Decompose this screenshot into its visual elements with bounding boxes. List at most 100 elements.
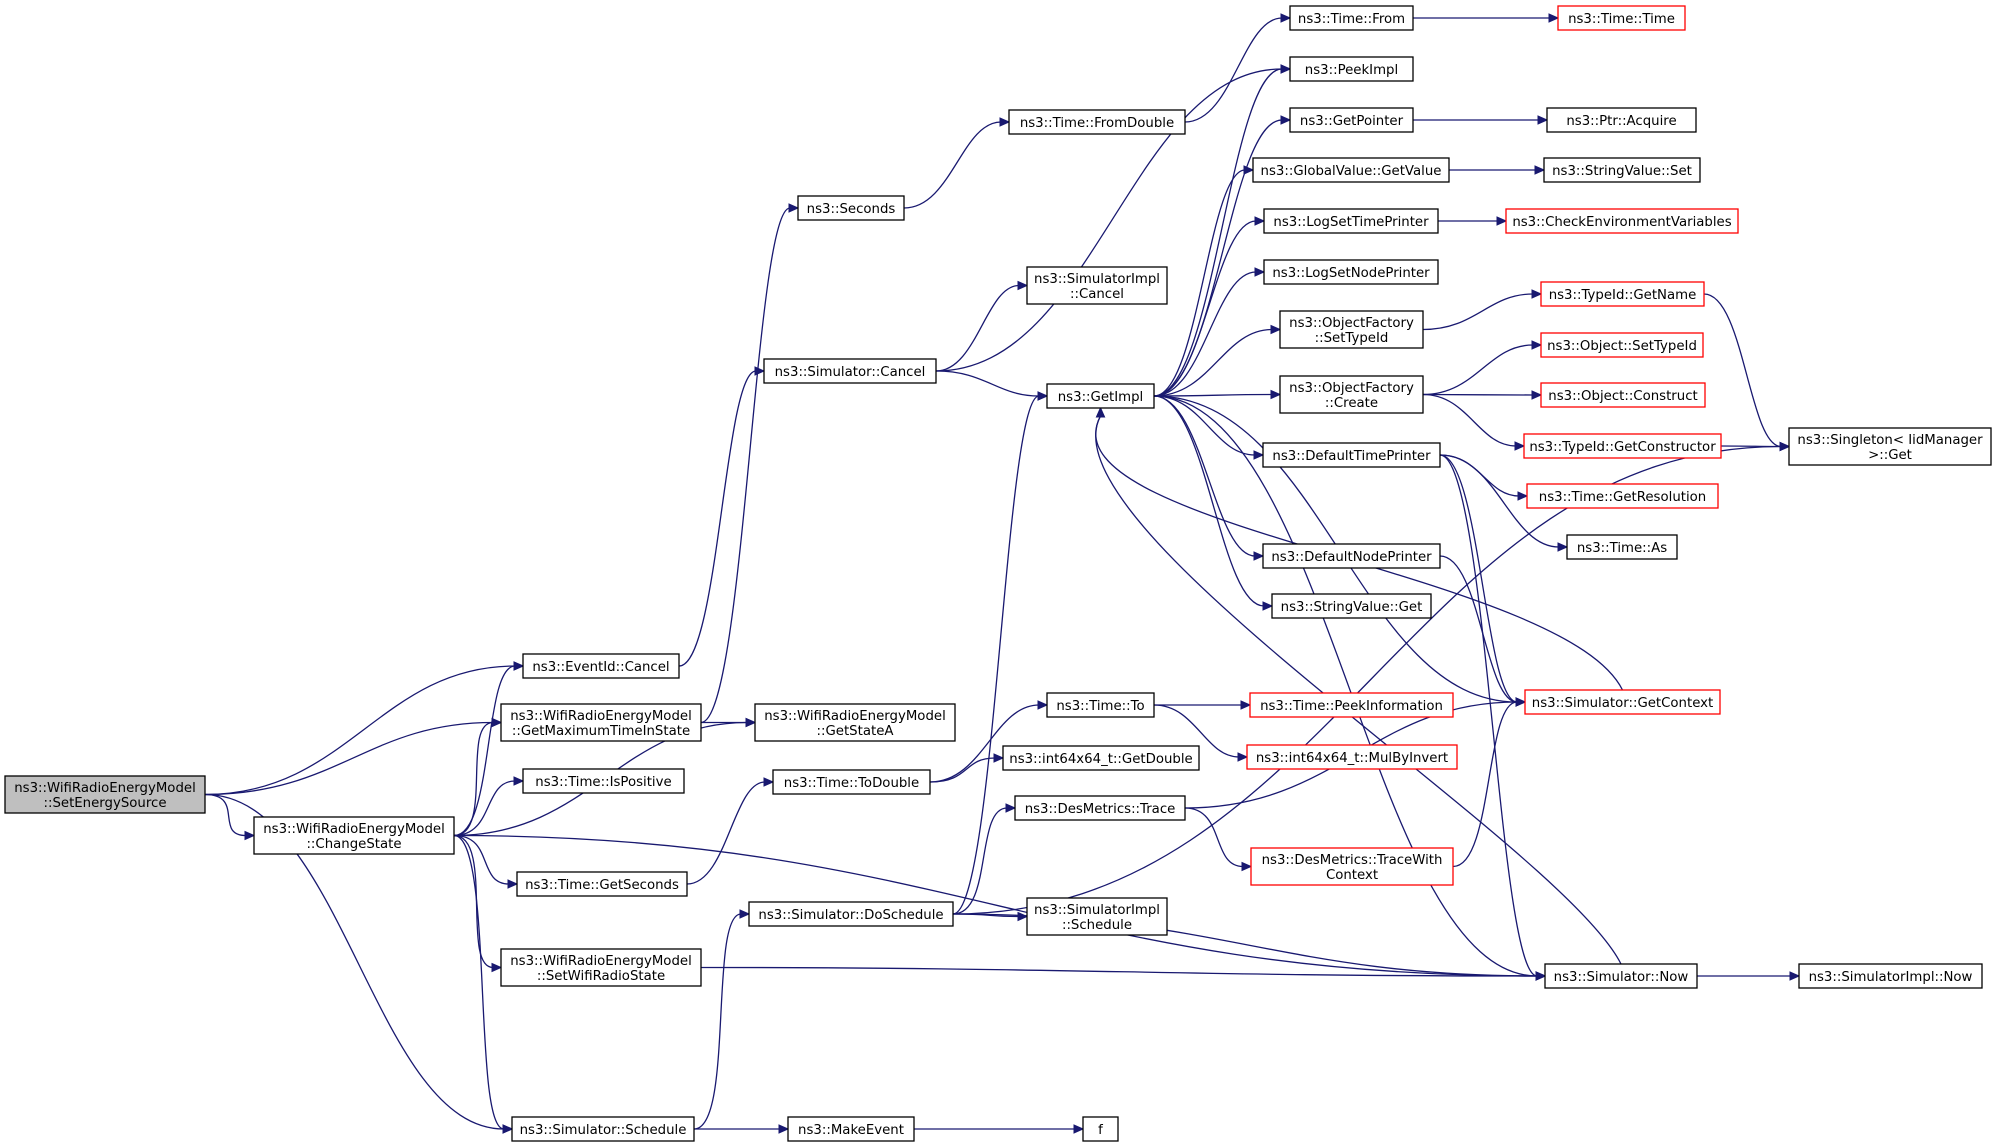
- node-eventIdCancel[interactable]: ns3::EventId::Cancel: [522, 653, 680, 679]
- node-box: [1002, 745, 1200, 771]
- node-label: ns3::Time::From: [1298, 12, 1405, 27]
- node-getStateA[interactable]: ns3::WifiRadioEnergyModel::GetStateA: [754, 703, 956, 742]
- node-stringValueGet[interactable]: ns3::StringValue::Get: [1271, 593, 1432, 619]
- node-typeIdGetName[interactable]: ns3::TypeId::GetName: [1540, 281, 1705, 307]
- node-simCancel[interactable]: ns3::Simulator::Cancel: [763, 358, 937, 384]
- node-timeGetSeconds[interactable]: ns3::Time::GetSeconds: [516, 871, 688, 897]
- node-implNow[interactable]: ns3::SimulatorImpl::Now: [1798, 963, 1983, 989]
- node-mulByInvert[interactable]: ns3::int64x64_t::MulByInvert: [1246, 744, 1458, 770]
- edge-changeState-to-setWifiRadioState: [453, 834, 494, 969]
- node-simDoSchedule[interactable]: ns3::Simulator::DoSchedule: [748, 901, 954, 927]
- node-simNow[interactable]: ns3::Simulator::Now: [1544, 963, 1698, 989]
- node-label: ns3::Time::IsPositive: [535, 775, 671, 790]
- node-setWifiRadioState[interactable]: ns3::WifiRadioEnergyModel::SetWifiRadioS…: [500, 948, 702, 987]
- arrowhead-changeState-to-setWifiRadioState: [491, 962, 503, 973]
- node-box: [1026, 266, 1168, 305]
- node-label: ::Schedule: [1062, 918, 1132, 933]
- node-objConstruct[interactable]: ns3::Object::Construct: [1540, 382, 1706, 408]
- node-simGetContext[interactable]: ns3::Simulator::GetContext: [1524, 689, 1721, 715]
- node-defaultNodePrinter[interactable]: ns3::DefaultNodePrinter: [1262, 543, 1441, 569]
- node-label: ::Cancel: [1070, 287, 1124, 302]
- node-label: ns3::Time::To: [1056, 699, 1144, 714]
- node-changeState[interactable]: ns3::WifiRadioEnergyModel::ChangeState: [253, 816, 455, 855]
- node-stringValueSet[interactable]: ns3::StringValue::Set: [1543, 157, 1701, 183]
- node-box: [1543, 157, 1701, 183]
- edge-setEnergySource-to-eventIdCancel: [204, 665, 516, 796]
- arrowhead-getImpl-to-defaultTimePrinter: [1253, 450, 1265, 460]
- arrowhead-globalGetValue-to-stringValueSet: [1534, 165, 1546, 175]
- node-timeTo[interactable]: ns3::Time::To: [1046, 692, 1155, 718]
- node-label: ::SetTypeId: [1315, 331, 1389, 346]
- edge-eventIdCancel-to-simCancel: [678, 370, 757, 667]
- node-ofSetTypeId[interactable]: ns3::ObjectFactory::SetTypeId: [1279, 310, 1424, 349]
- node-label: ns3::Time::ToDouble: [784, 776, 919, 791]
- node-box: [797, 195, 905, 221]
- node-label: ::Create: [1325, 396, 1378, 411]
- node-singletonGet[interactable]: ns3::Singleton< IidManager>::Get: [1788, 427, 1992, 466]
- call-graph-nodes: ns3::WifiRadioEnergyModel::SetEnergySour…: [4, 5, 1992, 1142]
- node-checkEnv[interactable]: ns3::CheckEnvironmentVariables: [1505, 208, 1739, 234]
- node-peekImpl[interactable]: ns3::PeekImpl: [1289, 56, 1414, 82]
- node-label: ns3::WifiRadioEnergyModel: [263, 822, 445, 837]
- node-logSetNodePrinter[interactable]: ns3::LogSetNodePrinter: [1263, 259, 1439, 285]
- node-box: [772, 769, 931, 795]
- node-logSetTimePrinter[interactable]: ns3::LogSetTimePrinter: [1263, 208, 1439, 234]
- arrowhead-seconds-to-timeFromDouble: [999, 117, 1011, 127]
- node-label: Context: [1326, 868, 1378, 883]
- edge-changeState-to-simSchedule: [453, 834, 505, 1130]
- edge-changeState-to-timeGetSeconds: [453, 834, 510, 885]
- node-implSchedule[interactable]: ns3::SimulatorImpl::Schedule: [1026, 897, 1168, 936]
- node-timeAs[interactable]: ns3::Time::As: [1566, 534, 1678, 560]
- node-typeIdGetConstructor[interactable]: ns3::TypeId::GetConstructor: [1523, 433, 1722, 459]
- node-label: ns3::StringValue::Get: [1281, 600, 1423, 615]
- node-label: ::ChangeState: [306, 837, 401, 852]
- node-box: [1008, 109, 1186, 135]
- node-box: [1289, 107, 1414, 133]
- node-getMaxTime[interactable]: ns3::WifiRadioEnergyModel::GetMaximumTim…: [500, 703, 702, 742]
- node-ofCreate[interactable]: ns3::ObjectFactory::Create: [1279, 375, 1424, 414]
- node-label: ns3::WifiRadioEnergyModel: [14, 781, 196, 796]
- node-desTrace[interactable]: ns3::DesMetrics::Trace: [1014, 795, 1186, 821]
- node-box: [1566, 534, 1678, 560]
- node-label: ns3::Time::Time: [1568, 12, 1675, 27]
- arrowhead-getImpl-to-getPointer: [1280, 115, 1292, 125]
- node-simSchedule[interactable]: ns3::Simulator::Schedule: [511, 1116, 695, 1142]
- node-ptrAcquire[interactable]: ns3::Ptr::Acquire: [1546, 107, 1697, 133]
- node-timeTime[interactable]: ns3::Time::Time: [1557, 5, 1686, 31]
- node-label: >::Get: [1868, 448, 1912, 463]
- node-box: [748, 901, 954, 927]
- node-label: ns3::Simulator::GetContext: [1532, 696, 1713, 711]
- node-defaultTimePrinter[interactable]: ns3::DefaultTimePrinter: [1262, 442, 1441, 468]
- node-box: [1798, 963, 1983, 989]
- node-timeToDouble[interactable]: ns3::Time::ToDouble: [772, 769, 931, 795]
- node-timeIsPositive[interactable]: ns3::Time::IsPositive: [522, 768, 685, 794]
- arrowhead-defaultTimePrinter-to-timeGetResolution: [1517, 491, 1529, 501]
- node-getImpl[interactable]: ns3::GetImpl: [1046, 383, 1155, 409]
- node-timeFromDouble[interactable]: ns3::Time::FromDouble: [1008, 109, 1186, 135]
- node-timeFrom[interactable]: ns3::Time::From: [1289, 5, 1414, 31]
- node-box: [1046, 692, 1155, 718]
- node-label: ns3::LogSetTimePrinter: [1273, 215, 1429, 230]
- node-objSetTypeId[interactable]: ns3::Object::SetTypeId: [1540, 332, 1704, 358]
- node-timeGetResolution[interactable]: ns3::Time::GetResolution: [1526, 483, 1719, 509]
- node-timePeekInfo[interactable]: ns3::Time::PeekInformation: [1249, 692, 1454, 718]
- node-globalGetValue[interactable]: ns3::GlobalValue::GetValue: [1252, 157, 1450, 183]
- node-setEnergySource[interactable]: ns3::WifiRadioEnergyModel::SetEnergySour…: [4, 775, 206, 814]
- node-box: [1526, 483, 1719, 509]
- arrowhead-defaultTimePrinter-to-timeAs: [1557, 542, 1569, 552]
- node-box: [1557, 5, 1686, 31]
- arrowhead-ofCreate-to-typeIdGetConstructor: [1514, 441, 1526, 451]
- node-label: ns3::Simulator::DoSchedule: [758, 908, 943, 923]
- node-implCancel[interactable]: ns3::SimulatorImpl::Cancel: [1026, 266, 1168, 305]
- node-label: ns3::LogSetNodePrinter: [1272, 266, 1430, 281]
- node-getPointer[interactable]: ns3::GetPointer: [1289, 107, 1414, 133]
- node-box: [1788, 427, 1992, 466]
- node-label: ns3::Time::As: [1577, 541, 1667, 556]
- node-makeEvent[interactable]: ns3::MakeEvent: [787, 1116, 915, 1142]
- node-f[interactable]: f: [1082, 1116, 1119, 1142]
- node-seconds[interactable]: ns3::Seconds: [797, 195, 905, 221]
- edge-desTraceWithContext-to-simGetContext: [1452, 701, 1518, 868]
- node-int64GetDouble[interactable]: ns3::int64x64_t::GetDouble: [1002, 745, 1200, 771]
